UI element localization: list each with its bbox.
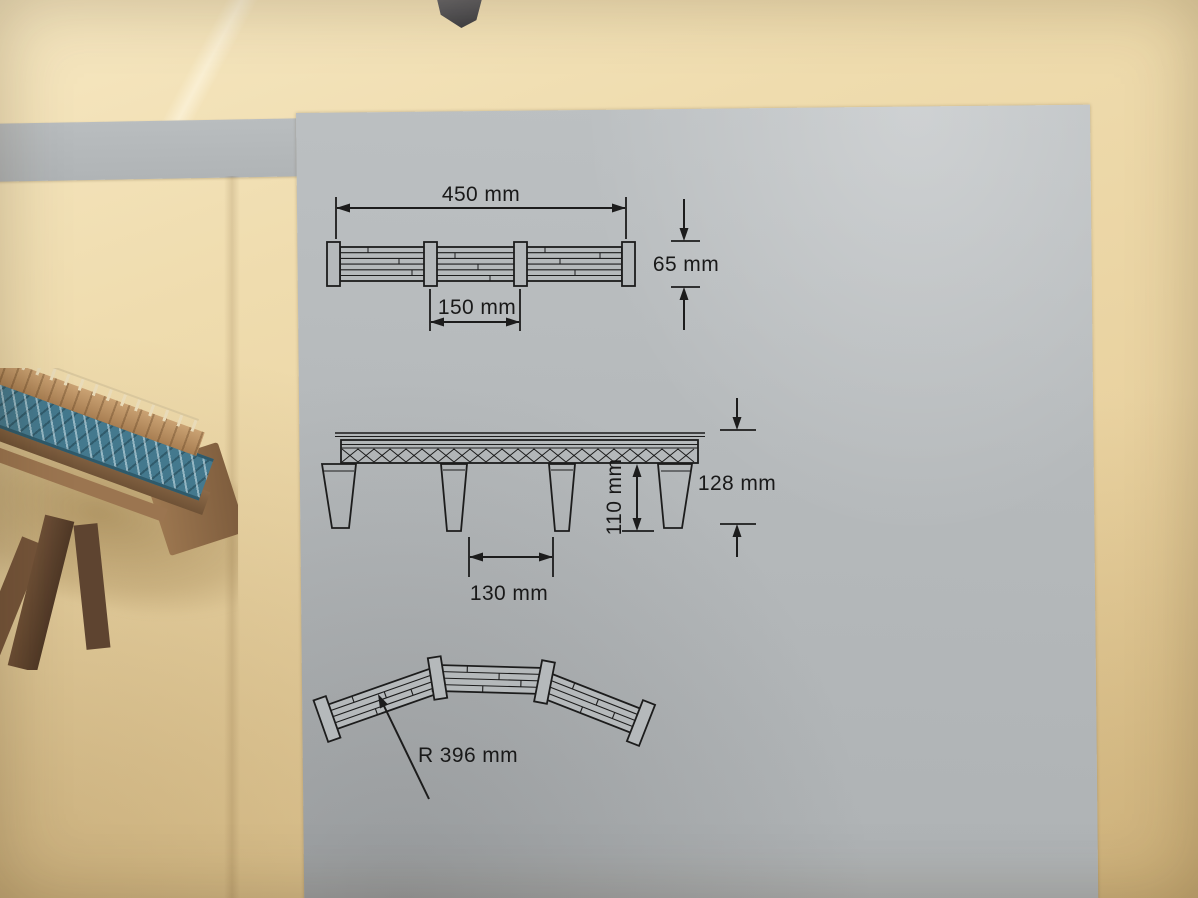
arrow-left	[430, 317, 444, 327]
straight-bridge-top-view: 450 mm	[326, 183, 719, 331]
supports	[320, 463, 694, 532]
bridge-side-elevation: 110 mm 128 mm 130 mm	[320, 398, 776, 605]
truss-lattice	[341, 448, 695, 463]
straight-deck	[326, 241, 636, 287]
curved-bridge-top-view: R 396 mm	[312, 655, 657, 800]
end-cap	[312, 694, 342, 744]
dim-450-label: 450 mm	[442, 183, 520, 206]
dim-450: 450 mm	[335, 183, 627, 239]
dim-65: 65 mm	[653, 199, 719, 330]
dim-65-label: 65 mm	[653, 253, 719, 276]
tie-plate	[426, 655, 449, 701]
arrow-up	[679, 287, 689, 300]
arrow-up	[732, 524, 742, 537]
dim-110: 110 mm	[603, 459, 654, 536]
girder	[335, 432, 705, 464]
dim-150: 150 mm	[429, 289, 521, 331]
tie-plate	[423, 241, 438, 287]
dim-130: 130 mm	[468, 537, 554, 605]
arrow-right	[612, 203, 626, 213]
end-cap	[625, 698, 657, 748]
curved-segment	[321, 664, 448, 733]
arrow-left	[469, 552, 483, 562]
dim-150-label: 150 mm	[438, 296, 516, 319]
arrow-right	[506, 317, 520, 327]
end-cap	[621, 241, 636, 287]
plank-joints	[367, 247, 601, 281]
dim-radius: R 396 mm	[378, 694, 518, 800]
dim-128-label: 128 mm	[698, 472, 776, 495]
dim-radius-label: R 396 mm	[418, 744, 518, 767]
arrow-left	[336, 203, 350, 213]
tie-plate	[533, 659, 556, 705]
truss-lattice	[341, 448, 695, 463]
arrow-up	[632, 464, 642, 477]
arrow-down	[732, 417, 742, 430]
dim-128: 128 mm	[698, 398, 776, 557]
pier	[548, 463, 576, 532]
abutment-left	[320, 463, 358, 529]
arrow-down	[632, 518, 642, 531]
pier	[440, 463, 468, 532]
tie-plate	[513, 241, 528, 287]
arrow-to-deck	[378, 694, 388, 709]
arrow-down	[679, 228, 689, 241]
abutment-right	[657, 463, 694, 529]
curved-segment	[431, 663, 551, 696]
end-cap	[326, 241, 341, 287]
arrow-right	[539, 552, 553, 562]
dim-130-label: 130 mm	[470, 582, 548, 605]
dim-110-label: 110 mm	[603, 459, 626, 536]
